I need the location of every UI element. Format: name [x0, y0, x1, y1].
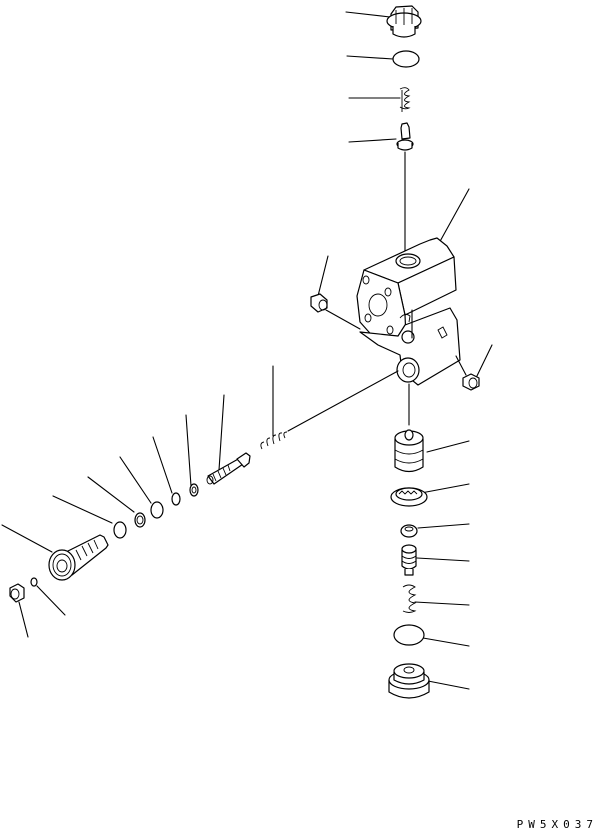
plug-top: [345, 5, 422, 38]
plug-left: [310, 255, 361, 330]
drawing-code: PW5X037: [516, 818, 598, 831]
o-ring-2: [119, 456, 164, 519]
seat: [400, 523, 470, 538]
o-ring-top: [346, 50, 420, 68]
sleeve: [1, 524, 109, 581]
valve-body: [356, 188, 470, 386]
spring-lower: [402, 584, 470, 613]
bearing-ring: [390, 483, 470, 507]
o-ring-lower: [393, 624, 470, 647]
plug-small: [9, 583, 29, 638]
pin-top: [348, 122, 414, 261]
piston: [394, 429, 470, 473]
o-ring-1: [152, 436, 181, 506]
ring-1: [185, 414, 199, 497]
spring-left: [260, 365, 288, 450]
plug-right: [455, 344, 493, 391]
o-ring-3: [52, 495, 127, 539]
plug-bottom: [388, 663, 470, 699]
ring-2: [87, 476, 146, 528]
spring-top: [348, 87, 411, 112]
spool: [206, 394, 251, 485]
valve-poppet: [401, 544, 470, 576]
o-ring-small: [30, 577, 66, 616]
